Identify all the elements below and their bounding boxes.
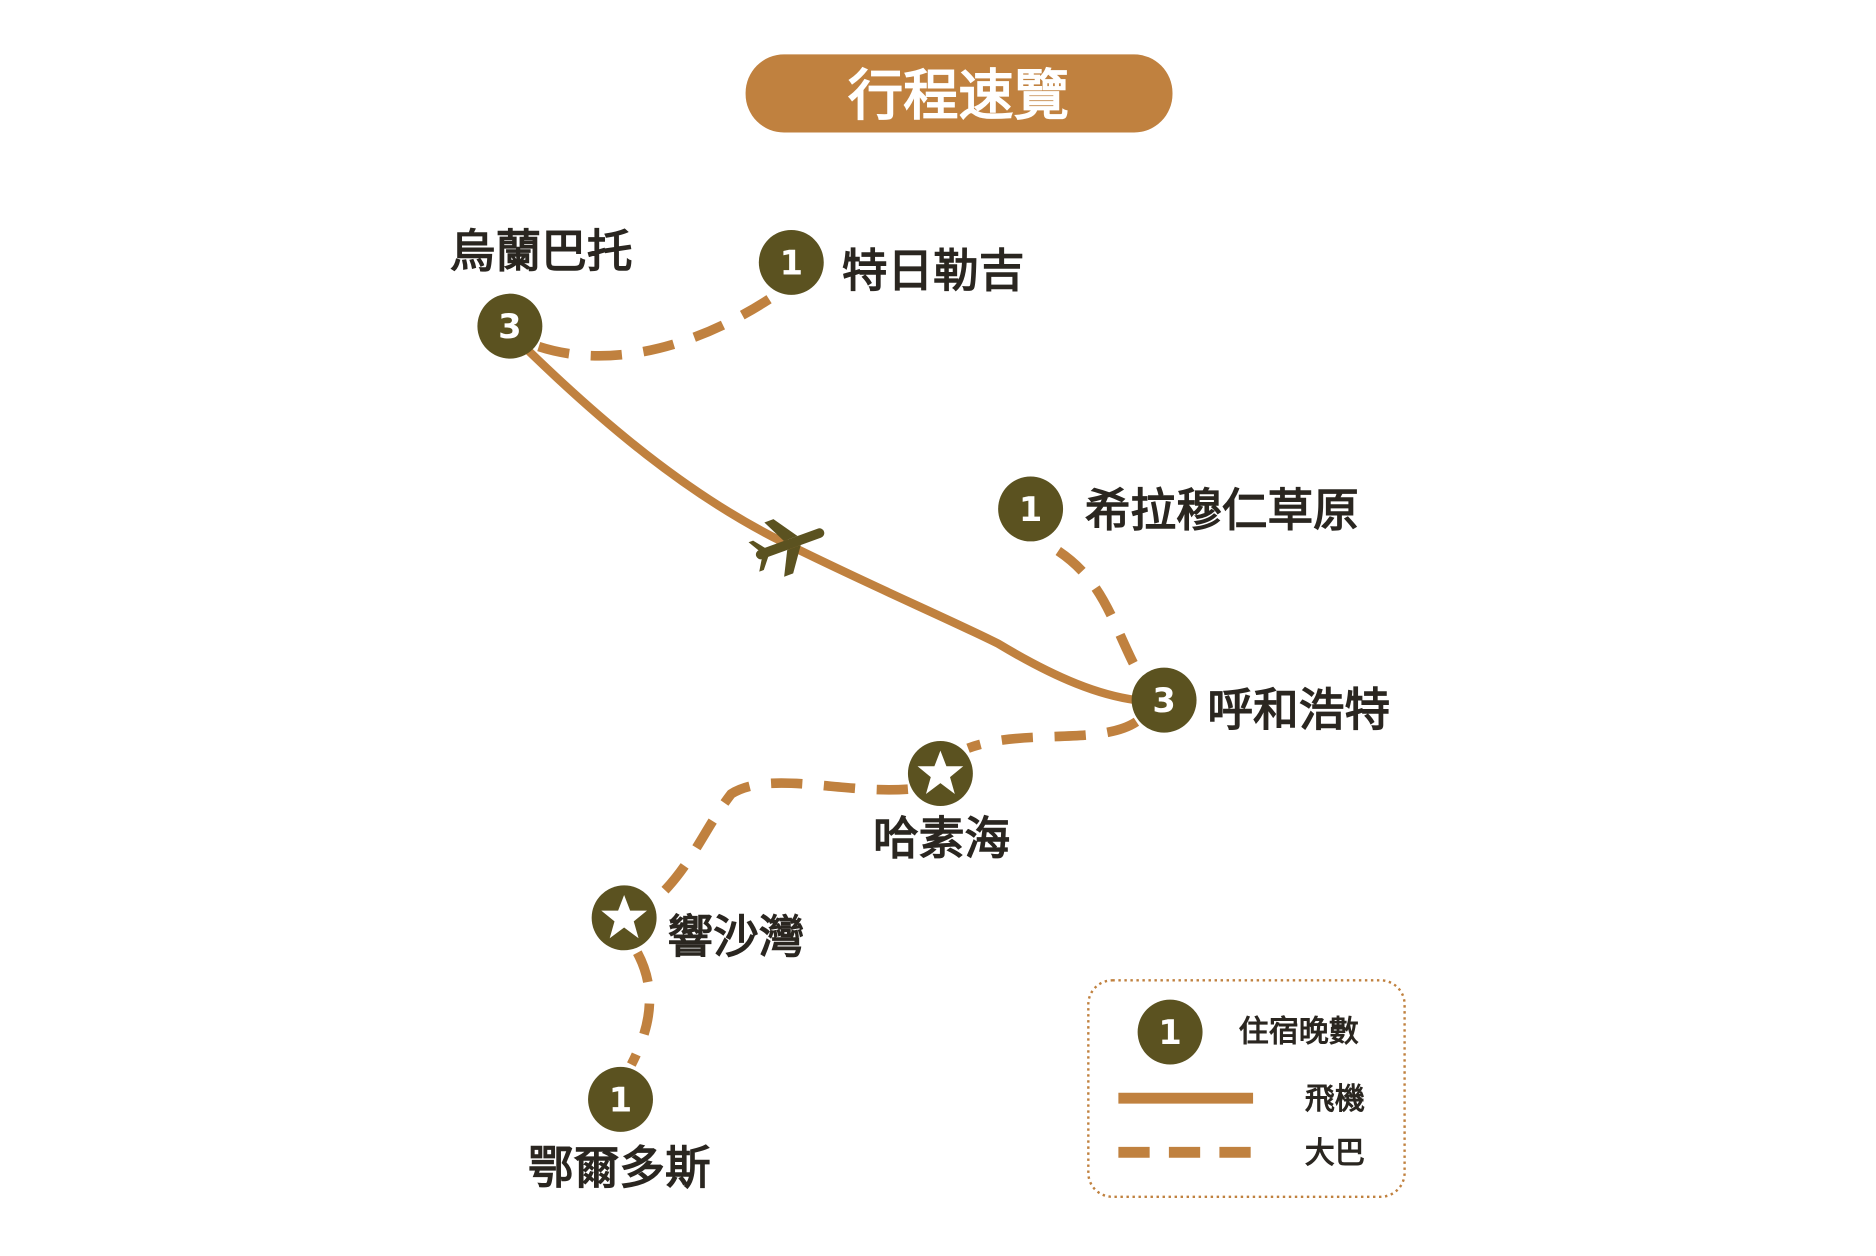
bus-route-ulaanbaatar-terelj (537, 290, 779, 361)
stop-xiangshawan: 響沙灣 (591, 885, 804, 964)
stop-ordos: 1 鄂爾多斯 (528, 1066, 711, 1195)
bus-route-xiangshawan-ordos (627, 950, 655, 1067)
star-icon (917, 750, 964, 794)
airplane-icon (748, 519, 825, 577)
title-banner: 行程速覽 (745, 54, 1173, 133)
flight-route (524, 347, 1141, 705)
legend-nights-label: 住宿晚數 (1239, 1015, 1359, 1050)
bus-route-hasuhai-xiangshawan (652, 778, 909, 904)
stop-xilamuren: 1 希拉穆仁草原 (998, 476, 1359, 542)
legend-nights-badge: 1 (1158, 1013, 1181, 1052)
nights-badge: 1 (609, 1080, 632, 1119)
nights-badge: 3 (1152, 681, 1175, 720)
star-icon (601, 894, 647, 939)
title-text: 行程速覽 (848, 64, 1069, 129)
stop-label: 希拉穆仁草原 (1085, 483, 1359, 537)
stop-label: 響沙灣 (667, 910, 804, 964)
stop-hasuhai: 哈素海 (873, 741, 1010, 865)
stop-label: 哈素海 (873, 811, 1010, 865)
stop-label: 鄂爾多斯 (528, 1141, 711, 1195)
nights-badge: 3 (498, 307, 521, 346)
stop-hohhot: 3 呼和浩特 (1131, 667, 1390, 736)
stop-label: 特日勒吉 (842, 243, 1025, 297)
legend: 1 住宿晚數 飛機 大巴 (1087, 979, 1406, 1199)
nights-badge: 1 (780, 243, 803, 282)
nights-badge: 1 (1019, 490, 1042, 529)
legend-flight-label: 飛機 (1305, 1082, 1365, 1117)
stop-ulaanbaatar: 3 烏蘭巴托 (450, 224, 633, 359)
bus-route-hohhot-hasuhai (966, 717, 1140, 753)
stop-label: 呼和浩特 (1207, 682, 1390, 736)
bus-route-xilamuren-hohhot (1055, 547, 1145, 679)
legend-bus-label: 大巴 (1305, 1136, 1365, 1171)
stop-label: 烏蘭巴托 (450, 224, 633, 278)
stop-terelj: 1 特日勒吉 (758, 229, 1025, 297)
